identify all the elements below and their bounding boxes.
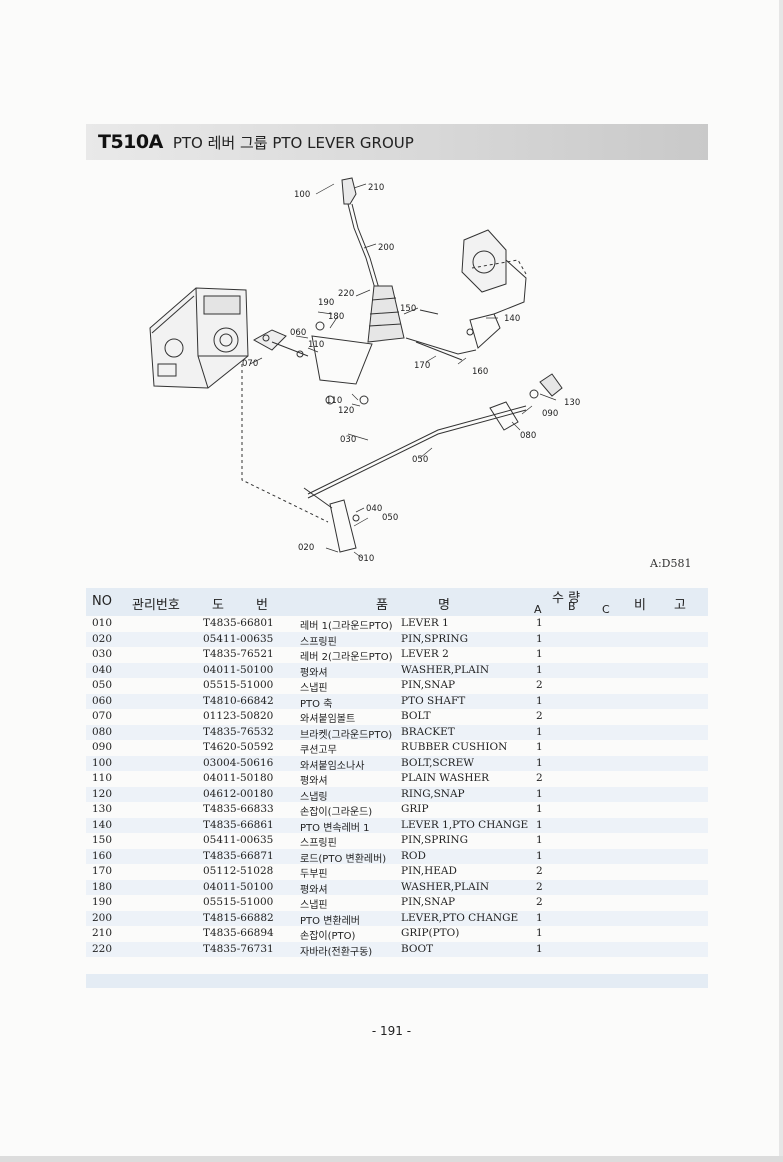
callout-020: 020: [298, 543, 314, 553]
callout-010: 010: [358, 554, 374, 564]
callout-150: 150: [400, 304, 416, 314]
lever-link: [311, 335, 373, 385]
callout-180: 180: [328, 312, 344, 322]
spring-pin: [419, 309, 439, 315]
parts-table-header: NO 관리번호 도 번 품 명 수 량 A B C 비 고: [86, 588, 708, 616]
section-title-bar: T510A PTO 레버 그룹 PTO LEVER GROUP: [86, 124, 708, 160]
callout-050-lower: 050: [382, 513, 398, 523]
callout-200: 200: [378, 243, 394, 253]
col-qty-a: A: [534, 603, 542, 616]
callout-060: 060: [290, 328, 306, 338]
callout-100: 100: [294, 190, 310, 200]
col-remark-1: 비: [634, 598, 646, 613]
col-part-no-2: 번: [256, 598, 268, 613]
col-no: NO: [92, 594, 112, 609]
bracket-plate: [252, 329, 287, 351]
parts-table-footer: [86, 974, 708, 988]
page-number: - 191 -: [371, 1024, 412, 1038]
callout-040: 040: [366, 504, 382, 514]
callout-110-lower: 110: [326, 396, 342, 406]
ground-grip: [529, 373, 563, 399]
section-name: PTO 레버 그룹 PTO LEVER GROUP: [172, 133, 414, 152]
callout-050-upper: 050: [412, 455, 428, 465]
callout-130: 130: [564, 398, 580, 408]
side-cover: [461, 229, 527, 315]
lever-boot: [367, 285, 405, 343]
link-guide: [241, 364, 329, 523]
col-remark-2: 고: [674, 598, 686, 613]
col-qty-b: B: [568, 600, 576, 613]
callout-080: 080: [520, 431, 536, 441]
callout-210: 210: [368, 183, 384, 193]
col-name-2: 명: [438, 598, 450, 613]
callout-070: 070: [242, 359, 258, 369]
page-edge-bottom: [0, 1156, 783, 1162]
col-qty-c: C: [602, 603, 610, 616]
col-part-no-1: 도: [212, 598, 224, 613]
ground-pto-bracket: [489, 401, 519, 431]
callout-170: 170: [414, 361, 430, 371]
page-edge: [779, 0, 783, 1162]
callout-110-upper: 110: [308, 340, 324, 350]
callout-120: 120: [338, 406, 354, 416]
exploded-parts-diagram: 100 210 200 220 190 180 150 140 060 110 …: [149, 177, 580, 564]
callout-090: 090: [542, 409, 558, 419]
callout-190: 190: [318, 298, 334, 308]
callout-220: 220: [338, 289, 354, 299]
lever-1: [329, 499, 357, 553]
lever-2-rod: [307, 405, 527, 495]
callout-030: 030: [340, 435, 356, 445]
callout-140: 140: [504, 314, 520, 324]
callout-160: 160: [472, 367, 488, 377]
col-mgmt-no: 관리번호: [132, 598, 180, 613]
section-code: T510A: [98, 131, 163, 153]
col-name-1: 품: [376, 598, 388, 613]
transmission-housing: [149, 287, 249, 389]
col-qty: 수 량: [552, 591, 581, 606]
diagram-reference: A:D581: [650, 557, 692, 570]
pto-change-lever-1: [469, 313, 501, 349]
change-rod: [405, 337, 477, 355]
pto-shaft: [271, 341, 309, 357]
